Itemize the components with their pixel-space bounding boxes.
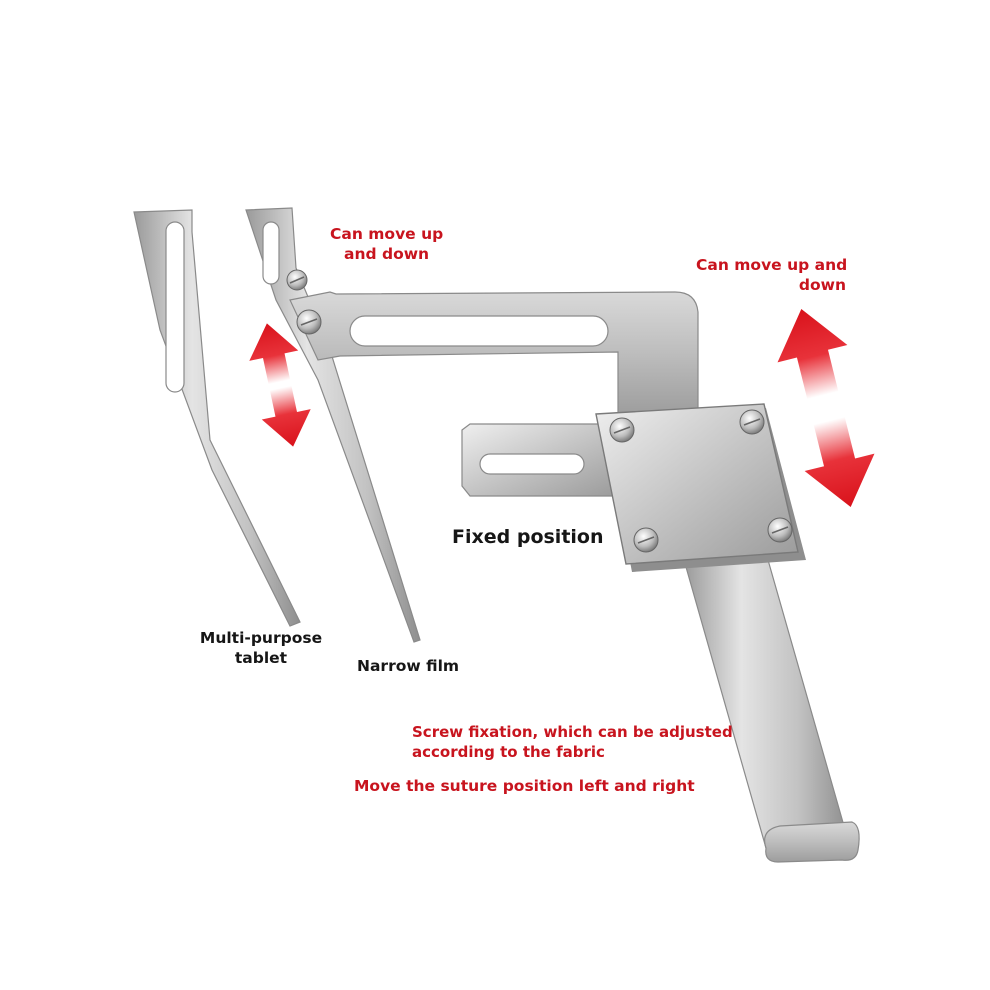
narrow-film-blade <box>245 207 421 643</box>
label-multi-purpose-tablet: Multi-purpose tablet <box>197 628 325 668</box>
label-line: Multi-purpose <box>199 629 323 647</box>
vertical-leg <box>683 559 860 863</box>
double-arrow-up-down-icon <box>249 323 311 447</box>
multi-purpose-tablet-blade <box>133 209 301 627</box>
label-can-move-top: Can move up and down <box>330 224 443 264</box>
label-line: down <box>798 276 846 294</box>
screw-icon <box>286 269 308 291</box>
label-line: Can move up and <box>696 256 848 274</box>
top-bracket-arm <box>289 291 699 416</box>
label-fixed-position: Fixed position <box>452 526 604 548</box>
screw-icon <box>739 409 765 435</box>
screw-icon <box>609 417 635 443</box>
label-line: according to the fabric <box>412 743 605 761</box>
label-line: Screw fixation, which can be adjusted <box>412 723 733 741</box>
label-can-move-right: Can move up and down <box>696 255 848 295</box>
screw-icon <box>296 309 322 335</box>
screw-icon <box>767 517 793 543</box>
label-line: and down <box>344 245 430 263</box>
label-move-suture: Move the suture position left and right <box>354 777 695 795</box>
label-screw-fixation: Screw fixation, which can be adjusted ac… <box>412 722 733 762</box>
double-arrow-up-down-icon <box>777 309 875 507</box>
label-line: tablet <box>234 649 288 667</box>
label-narrow-film: Narrow film <box>357 657 460 675</box>
middle-bracket <box>461 423 621 497</box>
label-line: Can move up <box>330 225 444 243</box>
screw-icon <box>633 527 659 553</box>
